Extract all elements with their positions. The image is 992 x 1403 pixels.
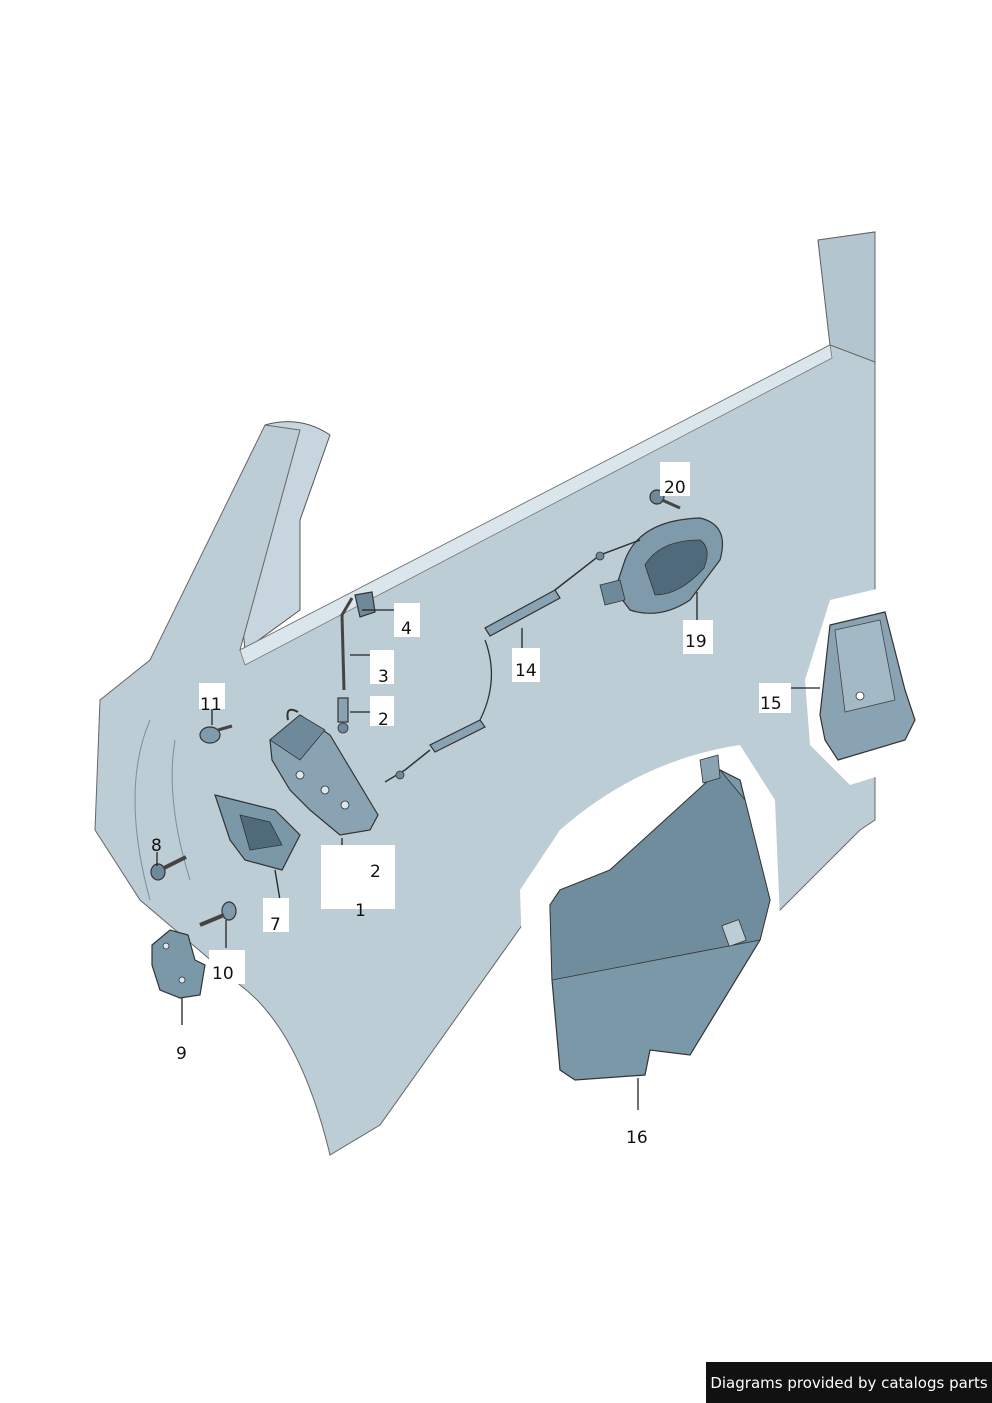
callout-10: 10 — [209, 950, 245, 984]
bolt-part-8 — [150, 855, 187, 881]
callout-16-label: 16 — [626, 1128, 648, 1148]
door-lock-part-1 — [269, 708, 379, 836]
callout-3: 3 — [370, 650, 394, 687]
callout-2-bushing: 2 — [370, 696, 394, 730]
callout-14-label: 14 — [515, 661, 537, 681]
callout-8: 8 — [151, 836, 162, 856]
callout-2-lock-label: 2 — [370, 862, 381, 882]
callout-1: 1 — [321, 845, 395, 921]
callout-2-lock: 2 — [370, 862, 381, 882]
callout-11-label: 11 — [200, 695, 222, 715]
door-top-edge — [239, 344, 833, 666]
striker-plate-part-7 — [214, 794, 301, 871]
callout-9: 9 — [176, 1044, 187, 1064]
callout-2-bushing-label: 2 — [378, 710, 389, 730]
bushing-part-2 — [337, 697, 349, 734]
callout-20-label: 20 — [664, 478, 686, 498]
cable-part-14 — [384, 539, 641, 783]
callout-3-label: 3 — [378, 667, 389, 687]
door-frame-upright — [817, 231, 876, 363]
handle-part-19 — [599, 517, 724, 614]
callout-10-label: 10 — [212, 964, 234, 984]
callout-15: 15 — [759, 683, 791, 714]
callout-11: 11 — [199, 683, 225, 715]
callout-7-label: 7 — [270, 915, 281, 935]
callout-16: 16 — [626, 1128, 648, 1148]
bracket-part-15 — [819, 611, 916, 761]
credit-text: Diagrams provided by catalogs parts — [710, 1373, 988, 1392]
callout-9-label: 9 — [176, 1044, 187, 1064]
rod-part-3 — [340, 597, 354, 691]
callout-20: 20 — [660, 462, 690, 498]
callout-1-label: 1 — [355, 901, 366, 921]
callout-7: 7 — [263, 898, 289, 935]
callout-15-label: 15 — [760, 694, 782, 714]
door-inner-contour — [134, 719, 191, 901]
callout-8-label: 8 — [151, 836, 162, 856]
callout-19-label: 19 — [685, 632, 707, 652]
bolt-part-10 — [199, 901, 237, 927]
plug-part-11 — [199, 724, 233, 744]
panel-part-16 — [549, 754, 771, 1081]
door-check-part-9 — [151, 929, 206, 999]
callout-19: 19 — [683, 620, 713, 654]
credit-banner: Diagrams provided by catalogs parts — [706, 1362, 992, 1403]
clip-part-4 — [354, 591, 376, 618]
callout-4: 4 — [394, 603, 420, 639]
callout-4-label: 4 — [401, 619, 412, 639]
callout-14: 14 — [512, 648, 540, 682]
